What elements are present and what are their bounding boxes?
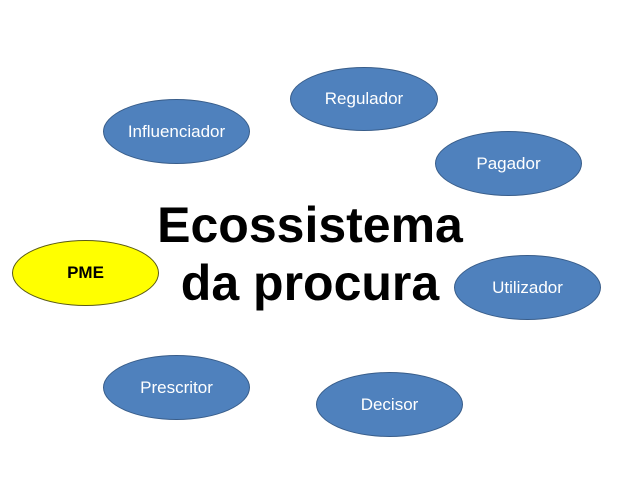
node-label: Decisor [360, 394, 419, 414]
node-label: PME [67, 263, 104, 282]
node-influenciador: Influenciador [103, 99, 250, 164]
title-line-2: da procura [180, 255, 440, 311]
diagram-title: Ecossistema da procura [150, 196, 470, 312]
node-label: Influenciador [127, 121, 226, 141]
title-line-1: Ecossistema [157, 197, 463, 253]
node-utilizador: Utilizador [454, 255, 601, 320]
node-prescritor: Prescritor [103, 355, 250, 420]
node-label: Pagador [476, 153, 541, 173]
node-label: Regulador [324, 89, 404, 108]
node-regulador: Regulador [290, 67, 438, 131]
node-label: Prescritor [140, 377, 213, 397]
node-label: Utilizador [492, 277, 563, 297]
node-decisor: Decisor [316, 372, 463, 437]
node-pagador: Pagador [435, 131, 582, 196]
node-pme: PME [12, 240, 159, 306]
